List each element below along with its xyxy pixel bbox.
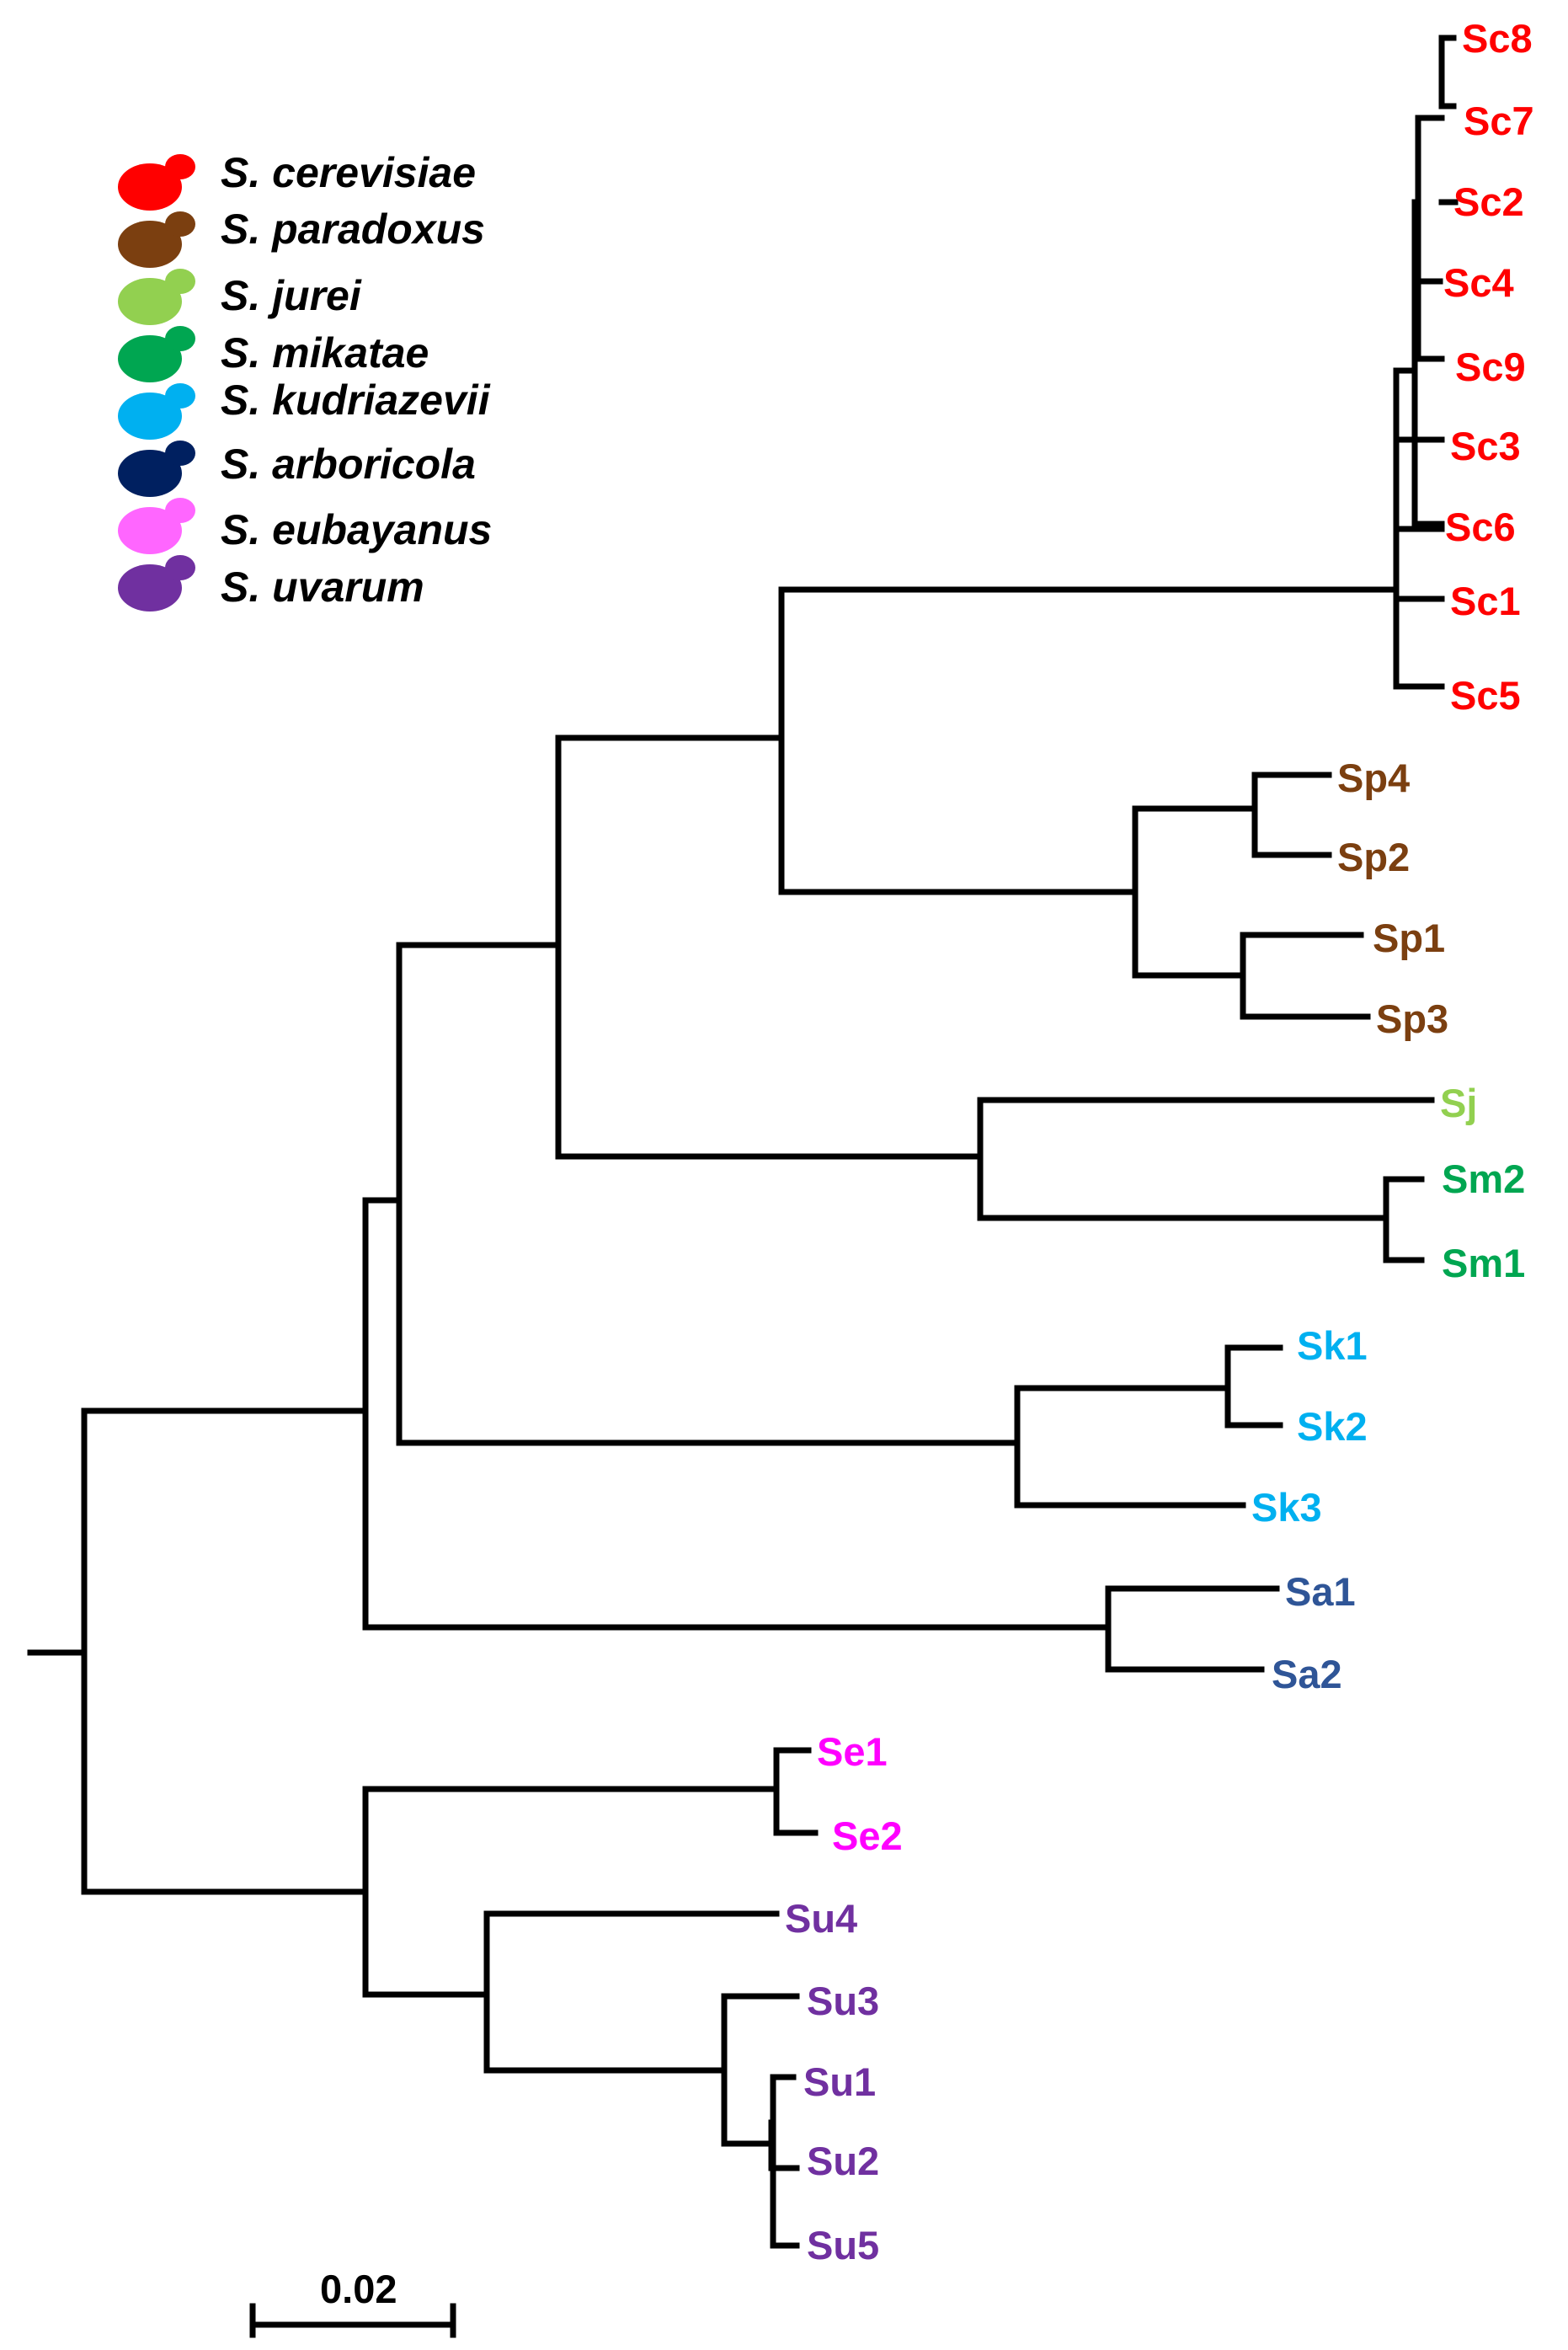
legend-label: S. jurei <box>221 272 362 319</box>
leaf-label-sk1: Sk1 <box>1297 1323 1368 1368</box>
leaf-label-su1: Su1 <box>803 2059 876 2104</box>
leaf-labels: Sc8Sc7Sc2Sc4Sc9Sc3Sc6Sc1Sc5Sp4Sp2Sp1Sp3S… <box>785 16 1534 2267</box>
leaf-label-su3: Su3 <box>807 1979 879 2023</box>
scale-bar-label: 0.02 <box>320 2267 397 2311</box>
leaf-label-sp1: Sp1 <box>1373 916 1445 960</box>
legend-label: S. arboricola <box>221 441 476 488</box>
jurei-mikatae-clade <box>977 1097 1435 1263</box>
yeast-cell-icon <box>118 498 195 554</box>
legend-item-uvarum: S. uvarum <box>118 555 424 612</box>
ingroup-node <box>362 1197 1112 1631</box>
leaf-label-su5: Su5 <box>807 2223 879 2267</box>
node-b <box>555 734 984 1160</box>
legend-item-eubayanus: S. eubayanus <box>118 498 492 554</box>
node-a <box>396 942 1021 1446</box>
yeast-cell-icon <box>118 326 195 382</box>
paradoxus-clade <box>1132 772 1371 1020</box>
leaf-label-sc4: Sc4 <box>1443 260 1514 305</box>
eubayanus-uvarum-node <box>362 1786 780 1998</box>
leaf-label-sa1: Sa1 <box>1285 1569 1356 1614</box>
leaf-label-sp4: Sp4 <box>1337 756 1410 800</box>
yeast-cell-icon <box>118 555 195 612</box>
legend-item-mikatae: S. mikatae <box>118 326 429 382</box>
legend-label: S. uvarum <box>221 563 424 611</box>
legend-label: S. paradoxus <box>221 206 485 253</box>
legend-item-kudriazevii: S. kudriazevii <box>118 377 491 440</box>
yeast-cell-icon <box>118 269 195 325</box>
leaf-label-sk3: Sk3 <box>1251 1485 1322 1530</box>
legend-label: S. mikatae <box>221 329 429 377</box>
tree-branches <box>27 35 1459 2249</box>
eubayanus-clade <box>773 1747 819 1836</box>
node-c <box>778 586 1400 895</box>
scale-bar-line <box>249 2303 456 2338</box>
leaf-label-sc2: Sc2 <box>1453 179 1524 224</box>
legend-label: S. cerevisiae <box>221 149 476 196</box>
legend-label: S. kudriazevii <box>221 377 491 424</box>
root-node <box>81 1407 369 1895</box>
legend-item-cerevisiae: S. cerevisiae <box>118 149 476 211</box>
yeast-cell-icon <box>118 211 195 268</box>
legend-item-jurei: S. jurei <box>118 269 362 325</box>
yeast-cell-icon <box>118 154 195 211</box>
leaf-label-sc1: Sc1 <box>1450 579 1521 623</box>
leaf-label-sc6: Sc6 <box>1445 505 1516 549</box>
leaf-label-se2: Se2 <box>832 1813 903 1858</box>
leaf-label-sp2: Sp2 <box>1337 835 1410 879</box>
leaf-label-sp3: Sp3 <box>1376 996 1448 1041</box>
legend-item-arboricola: S. arboricola <box>118 441 476 497</box>
cerevisiae-clade <box>1393 35 1459 690</box>
leaf-label-sc8: Sc8 <box>1462 16 1533 61</box>
yeast-cell-icon <box>118 383 195 440</box>
legend: S. cerevisiae S. paradoxus S. jurei S. m… <box>118 149 492 612</box>
leaf-label-sk2: Sk2 <box>1297 1404 1368 1449</box>
uvarum-clade <box>483 1910 800 2249</box>
yeast-cell-icon <box>118 441 195 497</box>
leaf-label-sj: Sj <box>1440 1081 1477 1125</box>
leaf-label-sc3: Sc3 <box>1450 424 1521 468</box>
leaf-label-sc5: Sc5 <box>1450 673 1521 718</box>
leaf-label-sc9: Sc9 <box>1455 344 1526 389</box>
scale-bar: 0.02 <box>249 2267 456 2338</box>
leaf-label-sa2: Sa2 <box>1272 1652 1342 1696</box>
leaf-label-se1: Se1 <box>817 1729 888 1774</box>
arboricola-clade <box>1105 1585 1280 1673</box>
leaf-label-sm2: Sm2 <box>1442 1156 1525 1201</box>
legend-label: S. eubayanus <box>221 506 492 553</box>
legend-item-paradoxus: S. paradoxus <box>118 206 485 268</box>
leaf-label-sm1: Sm1 <box>1442 1241 1525 1285</box>
leaf-label-sc7: Sc7 <box>1464 99 1534 143</box>
leaf-label-su4: Su4 <box>785 1896 857 1941</box>
leaf-label-su2: Su2 <box>807 2139 879 2183</box>
kudriazevii-clade <box>1014 1344 1283 1509</box>
